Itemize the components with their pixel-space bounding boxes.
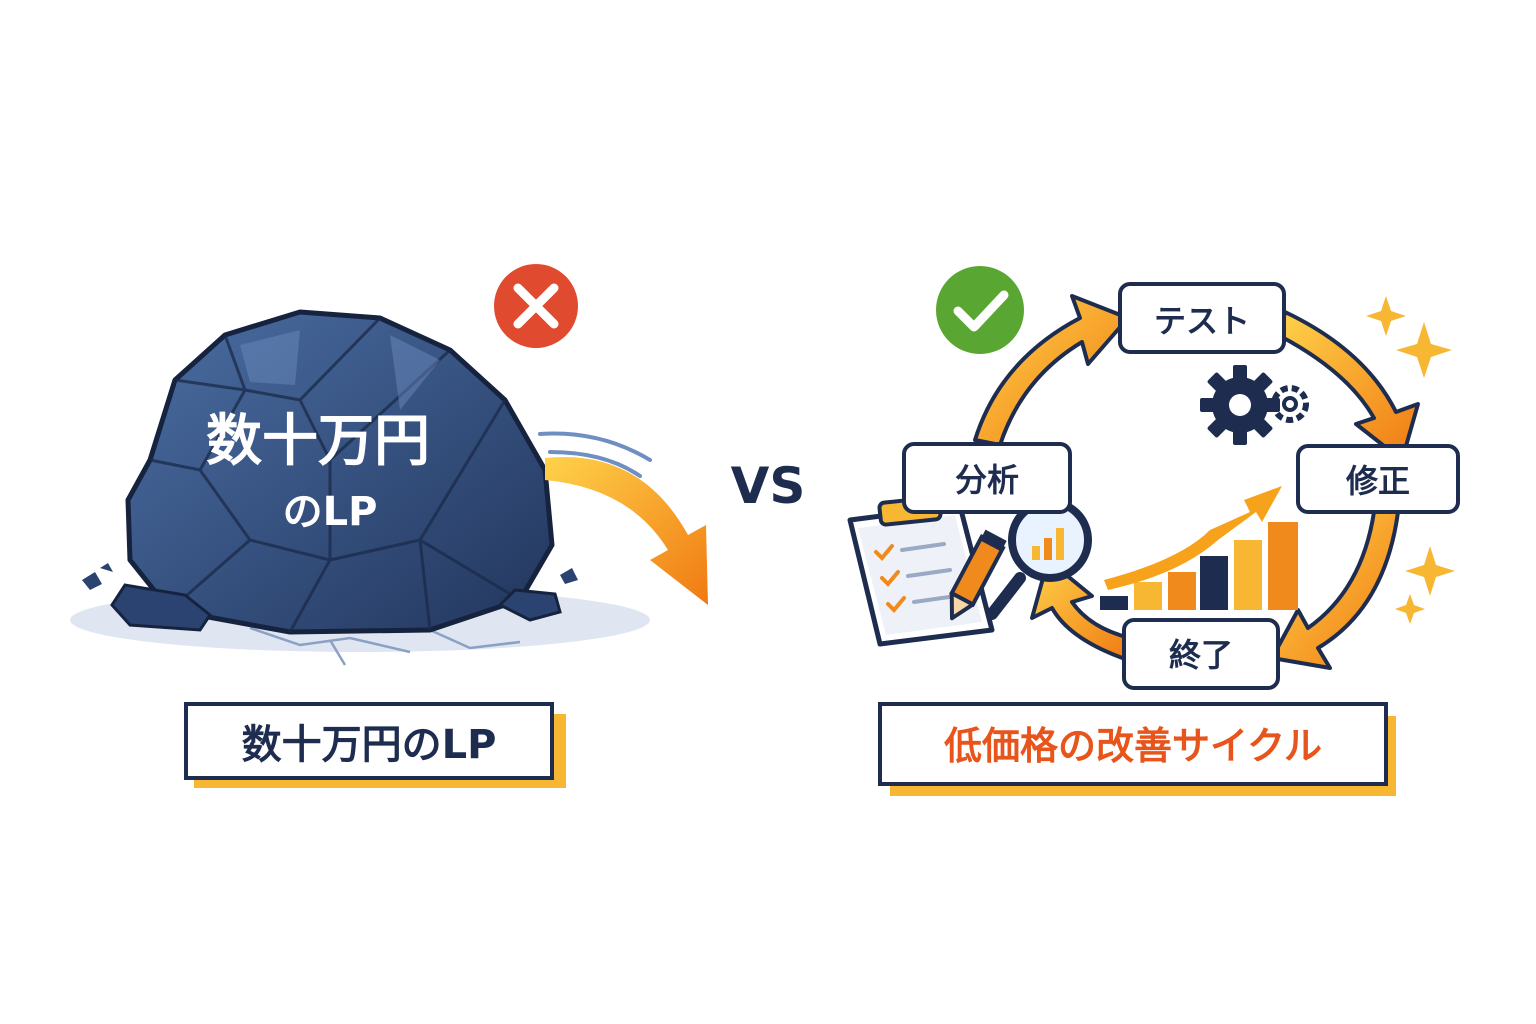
- cycle-step-analysis: 分析: [902, 442, 1072, 514]
- rock-text-line2: のLP: [283, 489, 378, 535]
- cycle-step-fix-label: 修正: [1345, 462, 1410, 500]
- motion-lines: [538, 431, 652, 478]
- right-caption-text: 低価格の改善サイクル: [944, 724, 1322, 768]
- cycle-step-end-label: 終了: [1169, 636, 1233, 674]
- sparkle-icon: [1366, 296, 1455, 624]
- left-panel: 数十万円 のLP 数十万円のLP: [70, 264, 708, 788]
- rock: [82, 309, 578, 635]
- left-caption: 数十万円のLP: [184, 702, 566, 788]
- rock-text-line1: 数十万円: [206, 409, 430, 474]
- right-panel: テスト 修正 終了 分析 低価格の改善サイクル: [847, 266, 1460, 796]
- cycle-step-analysis-label: 分析: [955, 461, 1019, 499]
- pencil-icon: [949, 529, 1007, 621]
- cycle-step-test: テスト: [1118, 282, 1286, 354]
- falling-arrow: [545, 456, 708, 605]
- cycle-step-test-label: テスト: [1154, 302, 1250, 340]
- gear-icon: [1200, 365, 1309, 445]
- cycle-step-end: 終了: [1122, 618, 1280, 690]
- debris: [110, 583, 213, 632]
- growth-chart-icon: [1100, 486, 1298, 610]
- magnifier-icon: [986, 498, 1092, 620]
- ground-cracks: [249, 626, 521, 666]
- check-icon: [936, 266, 1024, 354]
- right-caption: 低価格の改善サイクル: [878, 702, 1396, 796]
- left-caption-text: 数十万円のLP: [242, 722, 497, 768]
- vs-label: VS: [731, 457, 806, 515]
- cross-icon: [494, 264, 578, 348]
- cycle-step-fix: 修正: [1296, 444, 1460, 514]
